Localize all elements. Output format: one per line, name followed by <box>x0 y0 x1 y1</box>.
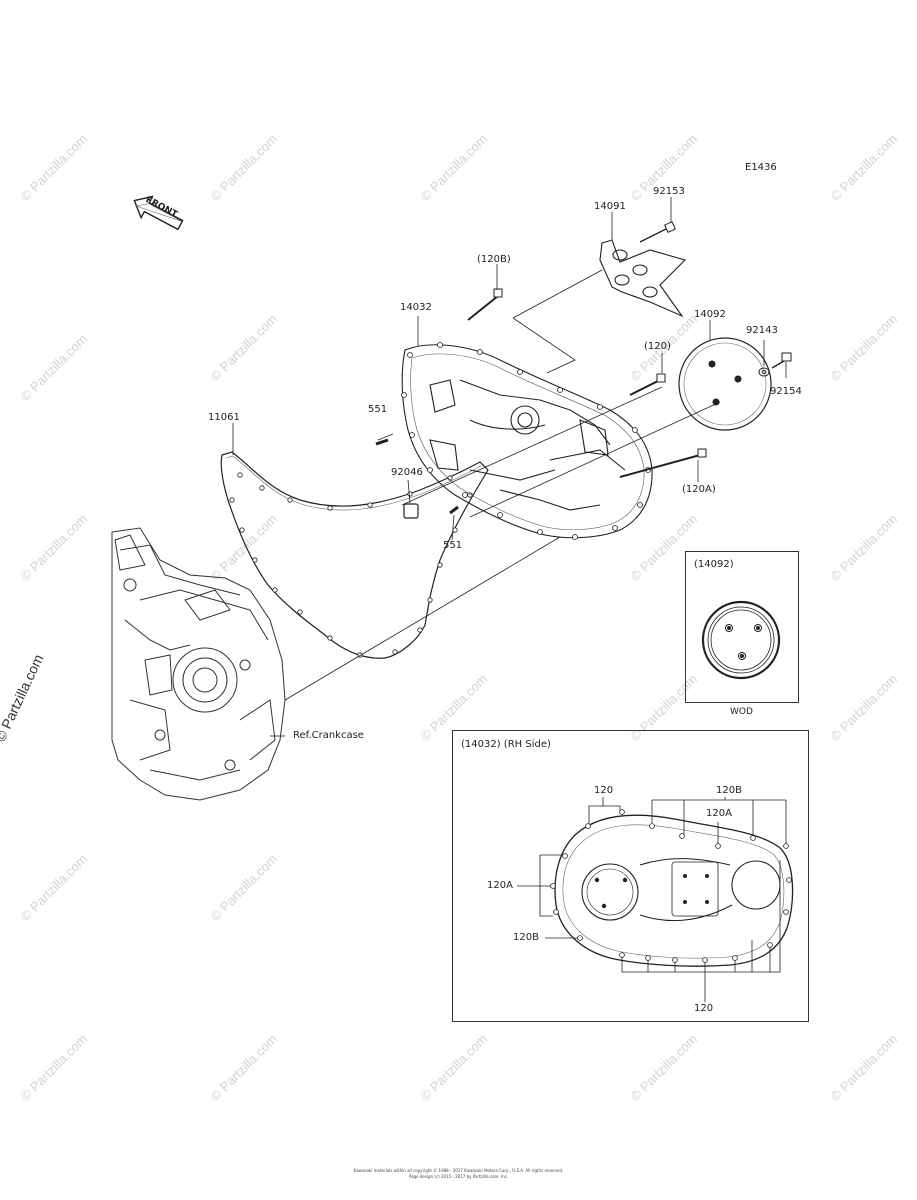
copyright-footer-line2: Page design (c) 2015 - 2017 by Partzilla… <box>408 1174 509 1179</box>
gasket-11061 <box>220 451 489 659</box>
inset-wod-title: (14092) <box>694 559 734 570</box>
callout-92143[interactable]: 92143 <box>746 325 778 336</box>
callout-92153[interactable]: 92153 <box>653 186 685 197</box>
inset-label-120A-left[interactable]: 120A <box>487 880 513 891</box>
dowel-551b <box>449 505 459 515</box>
callout-11061[interactable]: 11061 <box>208 412 240 423</box>
inset-label-120B-top[interactable]: 120B <box>716 785 742 796</box>
callout-92046[interactable]: 92046 <box>391 467 423 478</box>
crankcase-shape <box>111 527 286 801</box>
leader-lines <box>232 197 787 737</box>
copyright-footer: Kawasaki materials within all copyright … <box>353 1168 564 1173</box>
wod-disc-drawing <box>701 600 781 680</box>
inset-rh-title: (14032) (RH Side) <box>461 739 551 750</box>
callout-14092[interactable]: 14092 <box>694 309 726 320</box>
bushing-92046 <box>403 503 419 519</box>
callout-92154[interactable]: 92154 <box>770 386 802 397</box>
inset-label-120-top[interactable]: 120 <box>594 785 614 796</box>
dowel-551a <box>375 438 389 446</box>
disc-14092 <box>678 337 772 431</box>
cover-14032 <box>401 342 653 540</box>
bolt-120A <box>619 448 707 478</box>
callout-14091[interactable]: 14091 <box>594 201 626 212</box>
bolt-120B <box>467 288 503 321</box>
inset-wod-box <box>685 551 799 703</box>
front-arrow-icon <box>133 195 184 231</box>
washer-92143 <box>758 367 770 377</box>
callout-551-lower[interactable]: 551 <box>443 540 463 551</box>
screw-92154 <box>771 352 792 369</box>
bolt-120 <box>629 373 666 396</box>
inset-label-120-bottom[interactable]: 120 <box>694 1003 714 1014</box>
inset-label-120B-left[interactable]: 120B <box>513 932 539 943</box>
diagram-code: E1436 <box>745 162 777 173</box>
callout-551-upper[interactable]: 551 <box>368 404 388 415</box>
ref-crankcase-label: Ref.Crankcase <box>293 730 364 741</box>
inset-wod-caption: WOD <box>730 707 753 717</box>
callout-120B[interactable]: (120B) <box>477 254 511 265</box>
bolt-92153 <box>639 221 676 243</box>
callout-14032[interactable]: 14032 <box>400 302 432 313</box>
inset-label-120A-middle[interactable]: 120A <box>706 808 732 819</box>
callout-120[interactable]: (120) <box>644 341 671 352</box>
bracket-14091 <box>599 239 687 318</box>
callout-120A[interactable]: (120A) <box>682 484 716 495</box>
inset-rh-side-box <box>452 730 809 1022</box>
rh-cover-drawing <box>517 797 794 1002</box>
